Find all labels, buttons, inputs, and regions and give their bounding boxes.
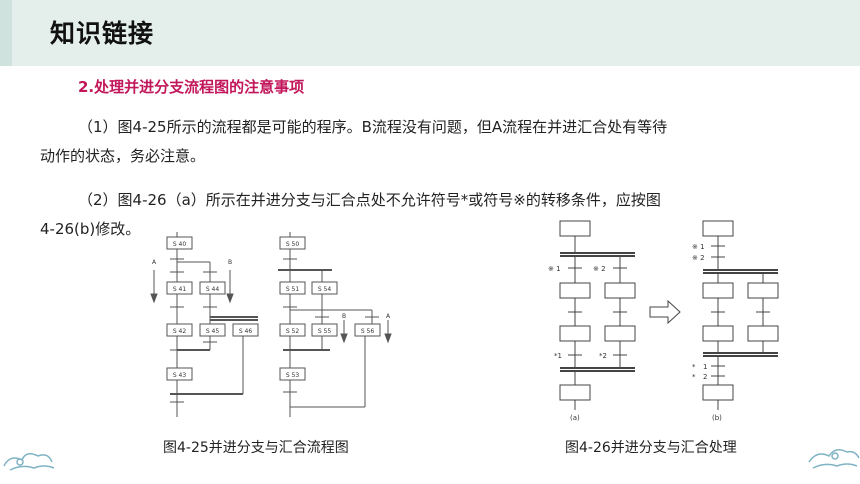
step-label: S 50 (286, 241, 300, 248)
step-label: S 41 (173, 286, 187, 293)
paragraph-1-line-2: 动作的状态，务必注意。 (40, 147, 206, 165)
transition-label: ※ 2 (692, 254, 705, 262)
page-title: 知识链接 (50, 19, 155, 48)
figure-4-25-caption: 图4-25并进分支与汇合流程图 (163, 440, 349, 456)
transition-label: *1 (554, 352, 562, 360)
transition-label: 1 (703, 363, 707, 371)
step-label: S 55 (318, 328, 332, 335)
transition-label: * (692, 373, 696, 381)
step-label: S 40 (173, 241, 187, 248)
transition-label: * (692, 363, 696, 371)
step-label: S 53 (286, 372, 300, 379)
step-label: S 45 (206, 328, 220, 335)
cloud-ornament-right-icon (808, 449, 860, 469)
paragraph-2-line-2: 4-26(b)修改。 (40, 220, 141, 238)
step-label: S 42 (173, 328, 187, 335)
transition-label: *2 (599, 352, 607, 360)
figure-4-26-caption: 图4-26并进分支与汇合处理 (565, 440, 737, 456)
subfigure-label: (b) (712, 414, 722, 422)
step-label: S 46 (239, 328, 253, 335)
step-label: S 54 (318, 286, 332, 293)
step-label: S 52 (286, 328, 300, 335)
paragraph-1-line-1: （1）图4-25所示的流程都是可能的程序。B流程没有问题，但A流程在并进汇合处有… (78, 118, 668, 136)
header-band: 知识链接 (0, 0, 860, 66)
cloud-ornament-left-icon (3, 453, 55, 471)
step-label: S 56 (361, 328, 375, 335)
paragraph-2-line-1: （2）图4-26（a）所示在并进分支与汇合点处不允许符号*或符号※的转移条件，应… (78, 191, 661, 209)
arrow-label: A (386, 313, 391, 320)
step-label: S 44 (206, 286, 220, 293)
header-accent (0, 0, 12, 66)
arrow-label: A (152, 259, 157, 266)
transition-label: ※ 1 (692, 243, 705, 251)
section-subtitle: 2.处理并进分支流程图的注意事项 (78, 78, 305, 96)
subfigure-label: (a) (570, 414, 580, 422)
arrow-label: B (342, 313, 346, 320)
figure-4-25-diagram: S 40 S 41 S 44 S 42 S 45 S 46 S 43 S 50 … (150, 232, 392, 417)
transition-label: 2 (703, 373, 707, 381)
arrow-label: B (228, 259, 232, 266)
transition-label: ※ 1 (548, 265, 561, 273)
transition-label: ※ 2 (593, 265, 606, 273)
figure-4-26-diagram: ※ 1 ※ 2 *1 *2 ※ 1 ※ 2 * 1 * 2 (a) (b) (548, 220, 779, 422)
step-label: S 51 (286, 286, 300, 293)
step-label: S 43 (173, 372, 187, 379)
